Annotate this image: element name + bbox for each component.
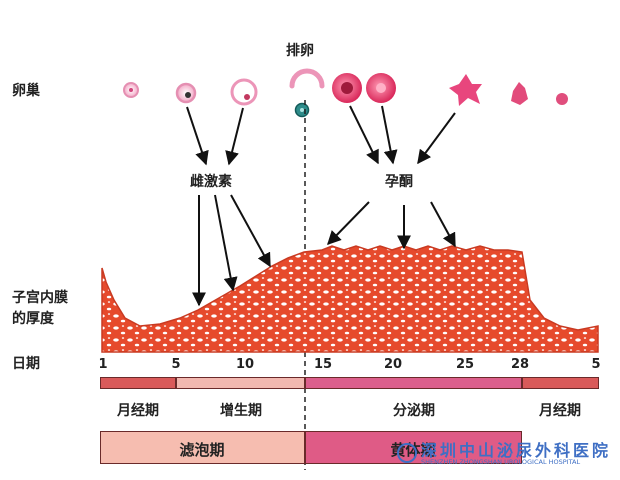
day-tick: 25 bbox=[455, 357, 475, 372]
day-tick: 10 bbox=[235, 357, 255, 372]
menstrual-phase-bar bbox=[100, 377, 176, 389]
arrow-icon bbox=[327, 201, 370, 246]
estrogen-label: 雌激素 bbox=[190, 174, 232, 190]
endometrium-label-line1: 子宫内膜 bbox=[12, 290, 68, 306]
ovulation-label: 排卵 bbox=[286, 43, 314, 59]
follicular-phase-label: 滤泡期 bbox=[179, 441, 225, 459]
ruptured-follicle-icon bbox=[289, 68, 325, 89]
arrow-icon bbox=[417, 112, 456, 165]
arrow-icon bbox=[349, 105, 379, 165]
arrow-icon bbox=[186, 106, 209, 166]
endometrium-graph bbox=[101, 245, 599, 353]
corpus-albicans-icon bbox=[556, 93, 568, 105]
day-tick: 1 bbox=[98, 357, 108, 372]
corpus-albicans-icon bbox=[511, 82, 528, 105]
progesterone-label: 孕酮 bbox=[385, 174, 413, 190]
dates-label: 日期 bbox=[12, 356, 40, 372]
secretory-phase-label: 分泌期 bbox=[393, 403, 435, 419]
ovary-label: 卵巢 bbox=[12, 83, 40, 99]
secretory-phase-bar bbox=[305, 377, 522, 389]
arrow-icon bbox=[430, 201, 456, 248]
arrow-icon bbox=[230, 194, 271, 268]
day-tick: 28 bbox=[510, 357, 530, 372]
menstrual-phase-label-next: 月经期 bbox=[539, 403, 581, 419]
ovary-stages bbox=[123, 68, 568, 118]
follicular-phase-bar bbox=[100, 431, 305, 464]
day-tick: 15 bbox=[313, 357, 333, 372]
corpus-luteum-icon bbox=[449, 74, 482, 106]
day-tick: 5 bbox=[171, 357, 181, 372]
endometrium-label-line2: 的厚度 bbox=[12, 311, 54, 327]
menstrual-phase-label: 月经期 bbox=[117, 403, 159, 419]
hospital-watermark: 深圳中山泌尿外科医院 SHENZHEN ZHONGSHAN UROLOGICAL… bbox=[395, 437, 617, 471]
day-tick: 5 bbox=[591, 357, 601, 372]
proliferative-phase-bar bbox=[176, 377, 305, 389]
proliferative-phase-label: 增生期 bbox=[220, 403, 262, 419]
hospital-logo-icon bbox=[397, 443, 417, 463]
watermark-en: SHENZHEN ZHONGSHAN UROLOGICAL HOSPITAL bbox=[421, 458, 581, 466]
day-tick: 20 bbox=[383, 357, 403, 372]
menstrual-phase-bar-next bbox=[522, 377, 599, 389]
arrow-icon bbox=[225, 107, 244, 166]
follicle-icon bbox=[230, 78, 258, 106]
arrow-icon bbox=[214, 194, 238, 292]
watermark-cn: 深圳中山泌尿外科医院 bbox=[421, 441, 612, 460]
arrow-icon bbox=[381, 105, 398, 165]
